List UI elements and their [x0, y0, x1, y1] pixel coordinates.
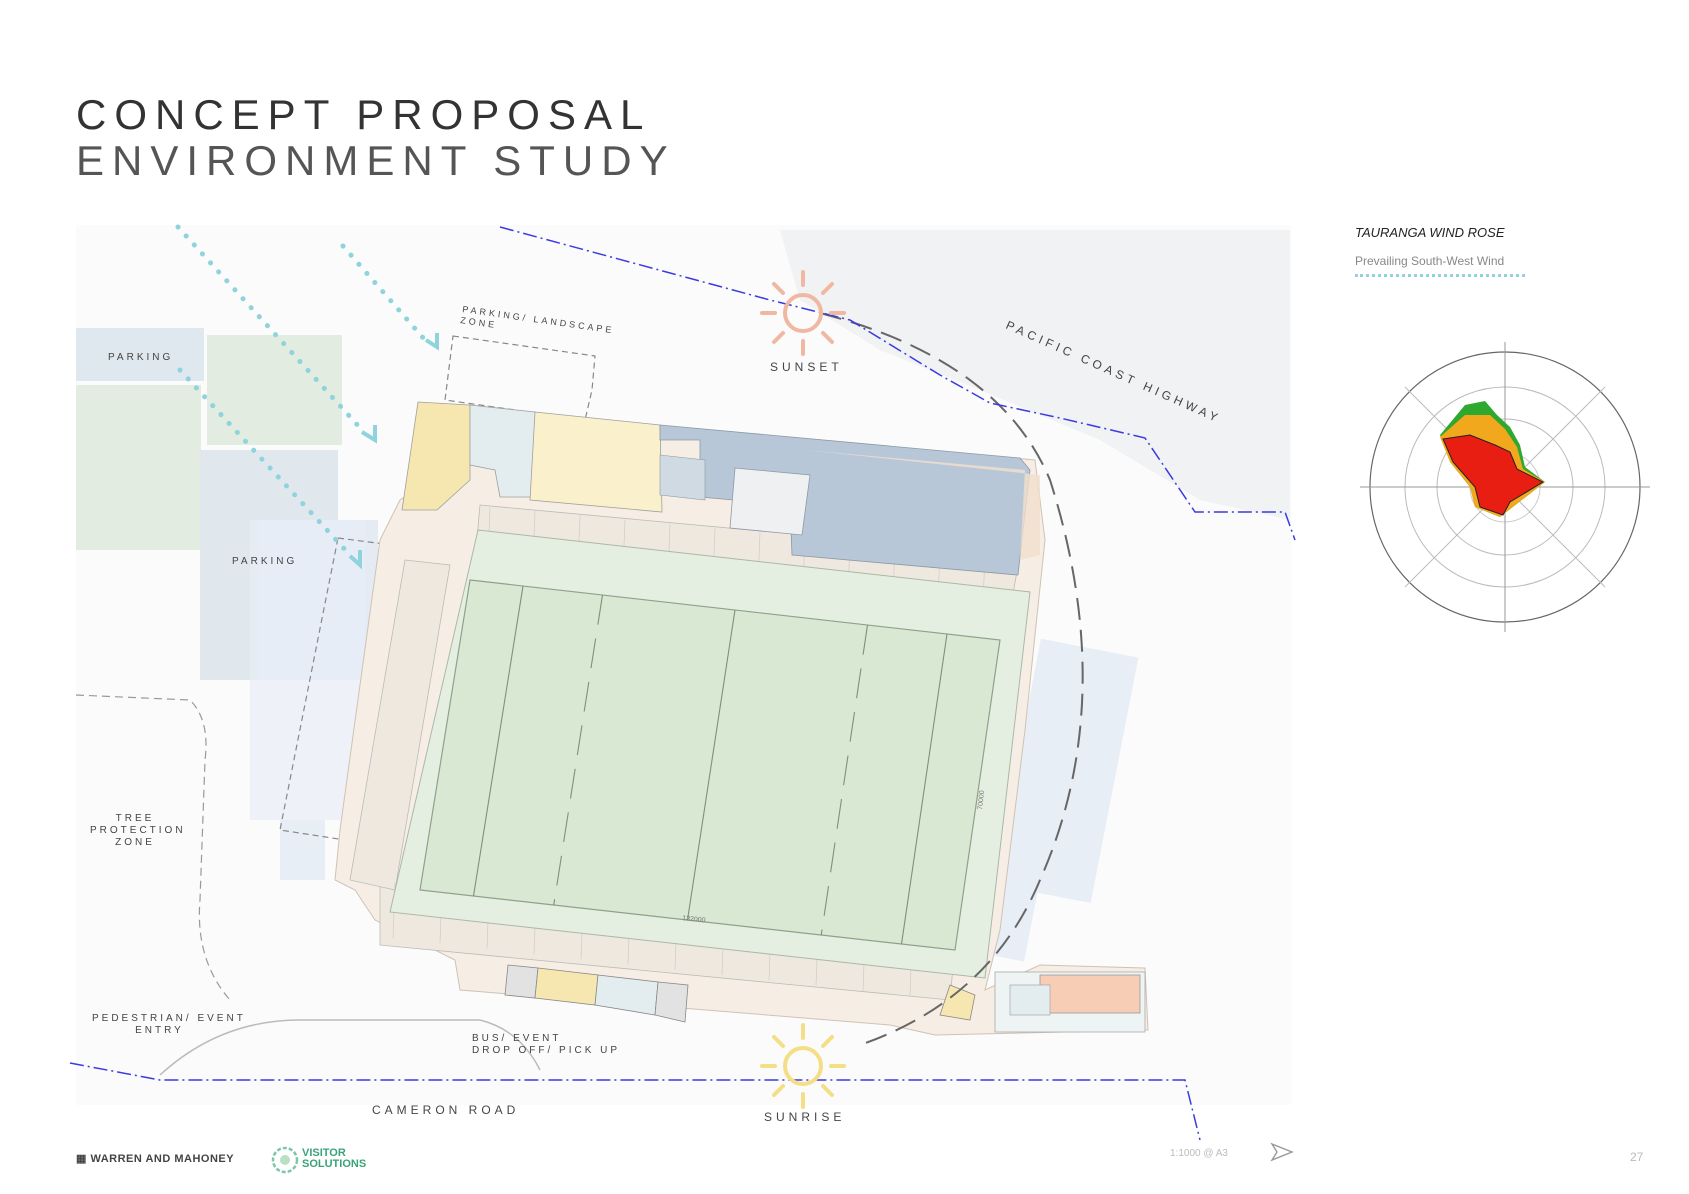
bus-dropoff-label: BUS/ EVENT DROP OFF/ PICK UP [472, 1033, 620, 1057]
wm-logo-icon: ▦ [76, 1153, 91, 1165]
bus-dropoff-label-1: BUS/ EVENT [472, 1033, 562, 1044]
south-block-grey-1 [504, 964, 539, 999]
sunrise-label: SUNRISE [764, 1110, 846, 1124]
pitch-line [820, 624, 869, 936]
parking-area-7 [280, 820, 325, 880]
wind-arrow-heads [348, 333, 439, 570]
wind-rose-legend-line [1355, 274, 1525, 277]
wind-arrow-2 [340, 243, 428, 343]
tree-zone-label-2: PROTECTION [90, 825, 186, 836]
wind-rose-subtitle: Prevailing South-West Wind [1355, 254, 1505, 268]
blue-core-light [659, 454, 706, 501]
wind-arrow-head-1 [360, 425, 377, 444]
pitch-line [900, 633, 948, 945]
sunset-label: SUNSET [770, 360, 843, 374]
wind-arrows [175, 224, 428, 558]
right-parking-2 [1036, 647, 1139, 904]
terrain-hatch [780, 230, 1290, 520]
title-line-2: ENVIRONMENT STUDY [76, 137, 676, 184]
north-arrow-icon [1270, 1142, 1294, 1162]
landscape-zone [444, 335, 596, 421]
vs-line-1: VISITOR [302, 1147, 346, 1159]
visitor-solutions-logo: VISITOR SOLUTIONS [302, 1148, 366, 1170]
wind-arrow-head-3 [348, 550, 362, 570]
wm-brand-text: WARREN AND MAHONEY [90, 1153, 235, 1165]
sun-path-arc [819, 312, 1084, 1046]
pitch-dim-width: 132000 [682, 915, 706, 924]
south-block-grey-2 [654, 981, 689, 1023]
parking-area-3 [76, 385, 201, 550]
tree-zone-label-3: ZONE [115, 837, 155, 848]
scale-label: 1:1000 @ A3 [1170, 1148, 1228, 1159]
wind-arrow-head-2 [424, 333, 439, 351]
se-building-light [1009, 984, 1051, 1016]
vs-line-2: SOLUTIONS [302, 1158, 367, 1170]
page-number: 27 [1630, 1150, 1644, 1164]
tree-zone-boundary [75, 694, 231, 1001]
boundary-south [69, 1062, 1201, 1141]
sunset-icon [760, 270, 846, 356]
wind-rose-inner-band [1442, 434, 1545, 516]
wind-arrow-1 [175, 224, 365, 433]
warren-mahoney-logo: ▦ WARREN AND MAHONEY [76, 1152, 234, 1165]
title-line-1: CONCEPT PROPOSAL [76, 91, 652, 138]
parking-label-mid: PARKING [232, 556, 298, 567]
pitch-line [686, 609, 736, 921]
pedestrian-entry-label-1: PEDESTRIAN/ EVENT [92, 1013, 246, 1024]
pedestrian-entry-label-2: ENTRY [135, 1025, 184, 1036]
wind-rose [1360, 342, 1650, 632]
boundary-north [499, 226, 1296, 541]
south-block-yellow [534, 967, 599, 1006]
pitch-lines [472, 585, 948, 945]
parking-area-6 [250, 520, 365, 820]
pitch-dim-height: 70000 [977, 790, 986, 810]
core-block [729, 467, 811, 536]
page-title: CONCEPT PROPOSAL ENVIRONMENT STUDY [76, 92, 676, 184]
tree-zone-label-1: TREE [115, 813, 155, 824]
tree-zone-label: TREE PROTECTION ZONE [90, 813, 186, 849]
sunrise-icon [760, 1023, 846, 1109]
visitor-solutions-icon [271, 1146, 299, 1174]
pitch-line [553, 594, 604, 906]
wind-rose-title: TAURANGA WIND ROSE [1355, 225, 1505, 240]
parking-label-top: PARKING [108, 352, 174, 363]
bus-dropoff-label-2: DROP OFF/ PICK UP [472, 1045, 621, 1056]
south-yellow-small [939, 984, 976, 1021]
parking-area-1 [76, 328, 204, 381]
yellow-block-main [529, 411, 663, 513]
pedestrian-entry-label: PEDESTRIAN/ EVENT ENTRY [92, 1013, 246, 1037]
parking-area-2 [207, 335, 342, 445]
pedestrian-path [159, 1019, 541, 1076]
pitch-field [419, 579, 1001, 951]
se-building-orange [1039, 974, 1141, 1014]
pitch-line [472, 585, 524, 897]
yellow-block-west [401, 401, 471, 511]
cameron-road-label: CAMERON ROAD [372, 1103, 520, 1117]
